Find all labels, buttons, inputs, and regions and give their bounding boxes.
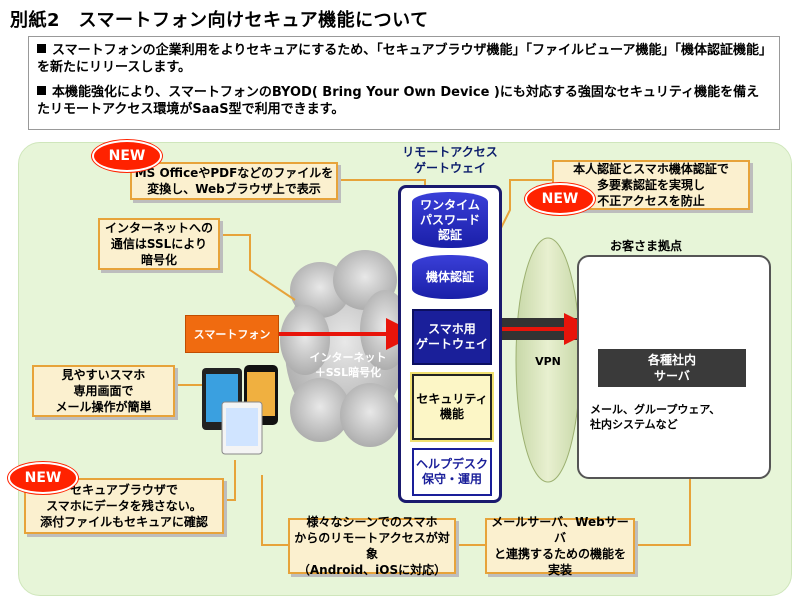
summary-box: スマートフォンの企業利用をよりセキュアにするため、「セキュアブラウザ機能」「ファ… — [28, 36, 780, 130]
bullet-item: 本機能強化により、スマートフォンのBYOD( Bring Your Own De… — [37, 85, 760, 117]
vpn-label: VPN — [535, 355, 561, 368]
callout-mail-ui: 見やすいスマホ専用画面でメール操作が簡単 — [32, 365, 175, 417]
smartphone-label: スマートフォン — [185, 315, 279, 353]
smartphone-image-icon — [202, 365, 278, 455]
new-badge: NEW — [8, 462, 78, 494]
internal-servers-label: 各種社内サーバ — [598, 349, 746, 387]
bullet-item: スマートフォンの企業利用をよりセキュアにするため、「セキュアブラウザ機能」「ファ… — [37, 43, 772, 75]
internet-label: インターネット＋SSL暗号化 — [309, 351, 387, 379]
new-badge: NEW — [92, 140, 162, 172]
callout-server-integration: メールサーバ、Webサーバと連携するための機能を実装 — [485, 515, 635, 577]
internet-cloud-icon — [280, 250, 410, 447]
new-badge: NEW — [525, 183, 595, 215]
helpdesk-cell: ヘルプデスク保守・運用 — [412, 448, 492, 496]
gateway-title: リモートアクセスゲートウェイ — [402, 145, 498, 175]
callout-ssl: インターネットへの通信はSSLにより暗号化 — [98, 218, 220, 270]
customer-site-description: メール、グループウェア、社内システムなど — [590, 403, 721, 431]
device-auth-cell: 機体認証 — [412, 255, 488, 299]
page-title: 別紙2 スマートフォン向けセキュア機能について — [10, 10, 429, 31]
square-bullet-icon — [37, 86, 46, 95]
customer-site-title: お客さま拠点 — [610, 239, 683, 253]
security-function-cell: セキュリティ機能 — [412, 374, 492, 440]
callout-device-scenes: 様々なシーンでのスマホからのリモートアクセスが対象（Android、iOSに対応… — [288, 515, 456, 577]
square-bullet-icon — [37, 44, 46, 53]
otp-auth-cell: ワンタイムパスワード認証 — [412, 192, 488, 248]
callout-secure-browser: セキュアブラウザでスマホにデータを残さない。添付ファイルもセキュアに確認 — [24, 478, 224, 534]
callout-file-viewer: MS OfficeやPDFなどのファイルを変換し、Webブラウザ上で表示 — [130, 162, 338, 200]
phone-gateway-cell: スマホ用ゲートウェイ — [412, 309, 492, 365]
